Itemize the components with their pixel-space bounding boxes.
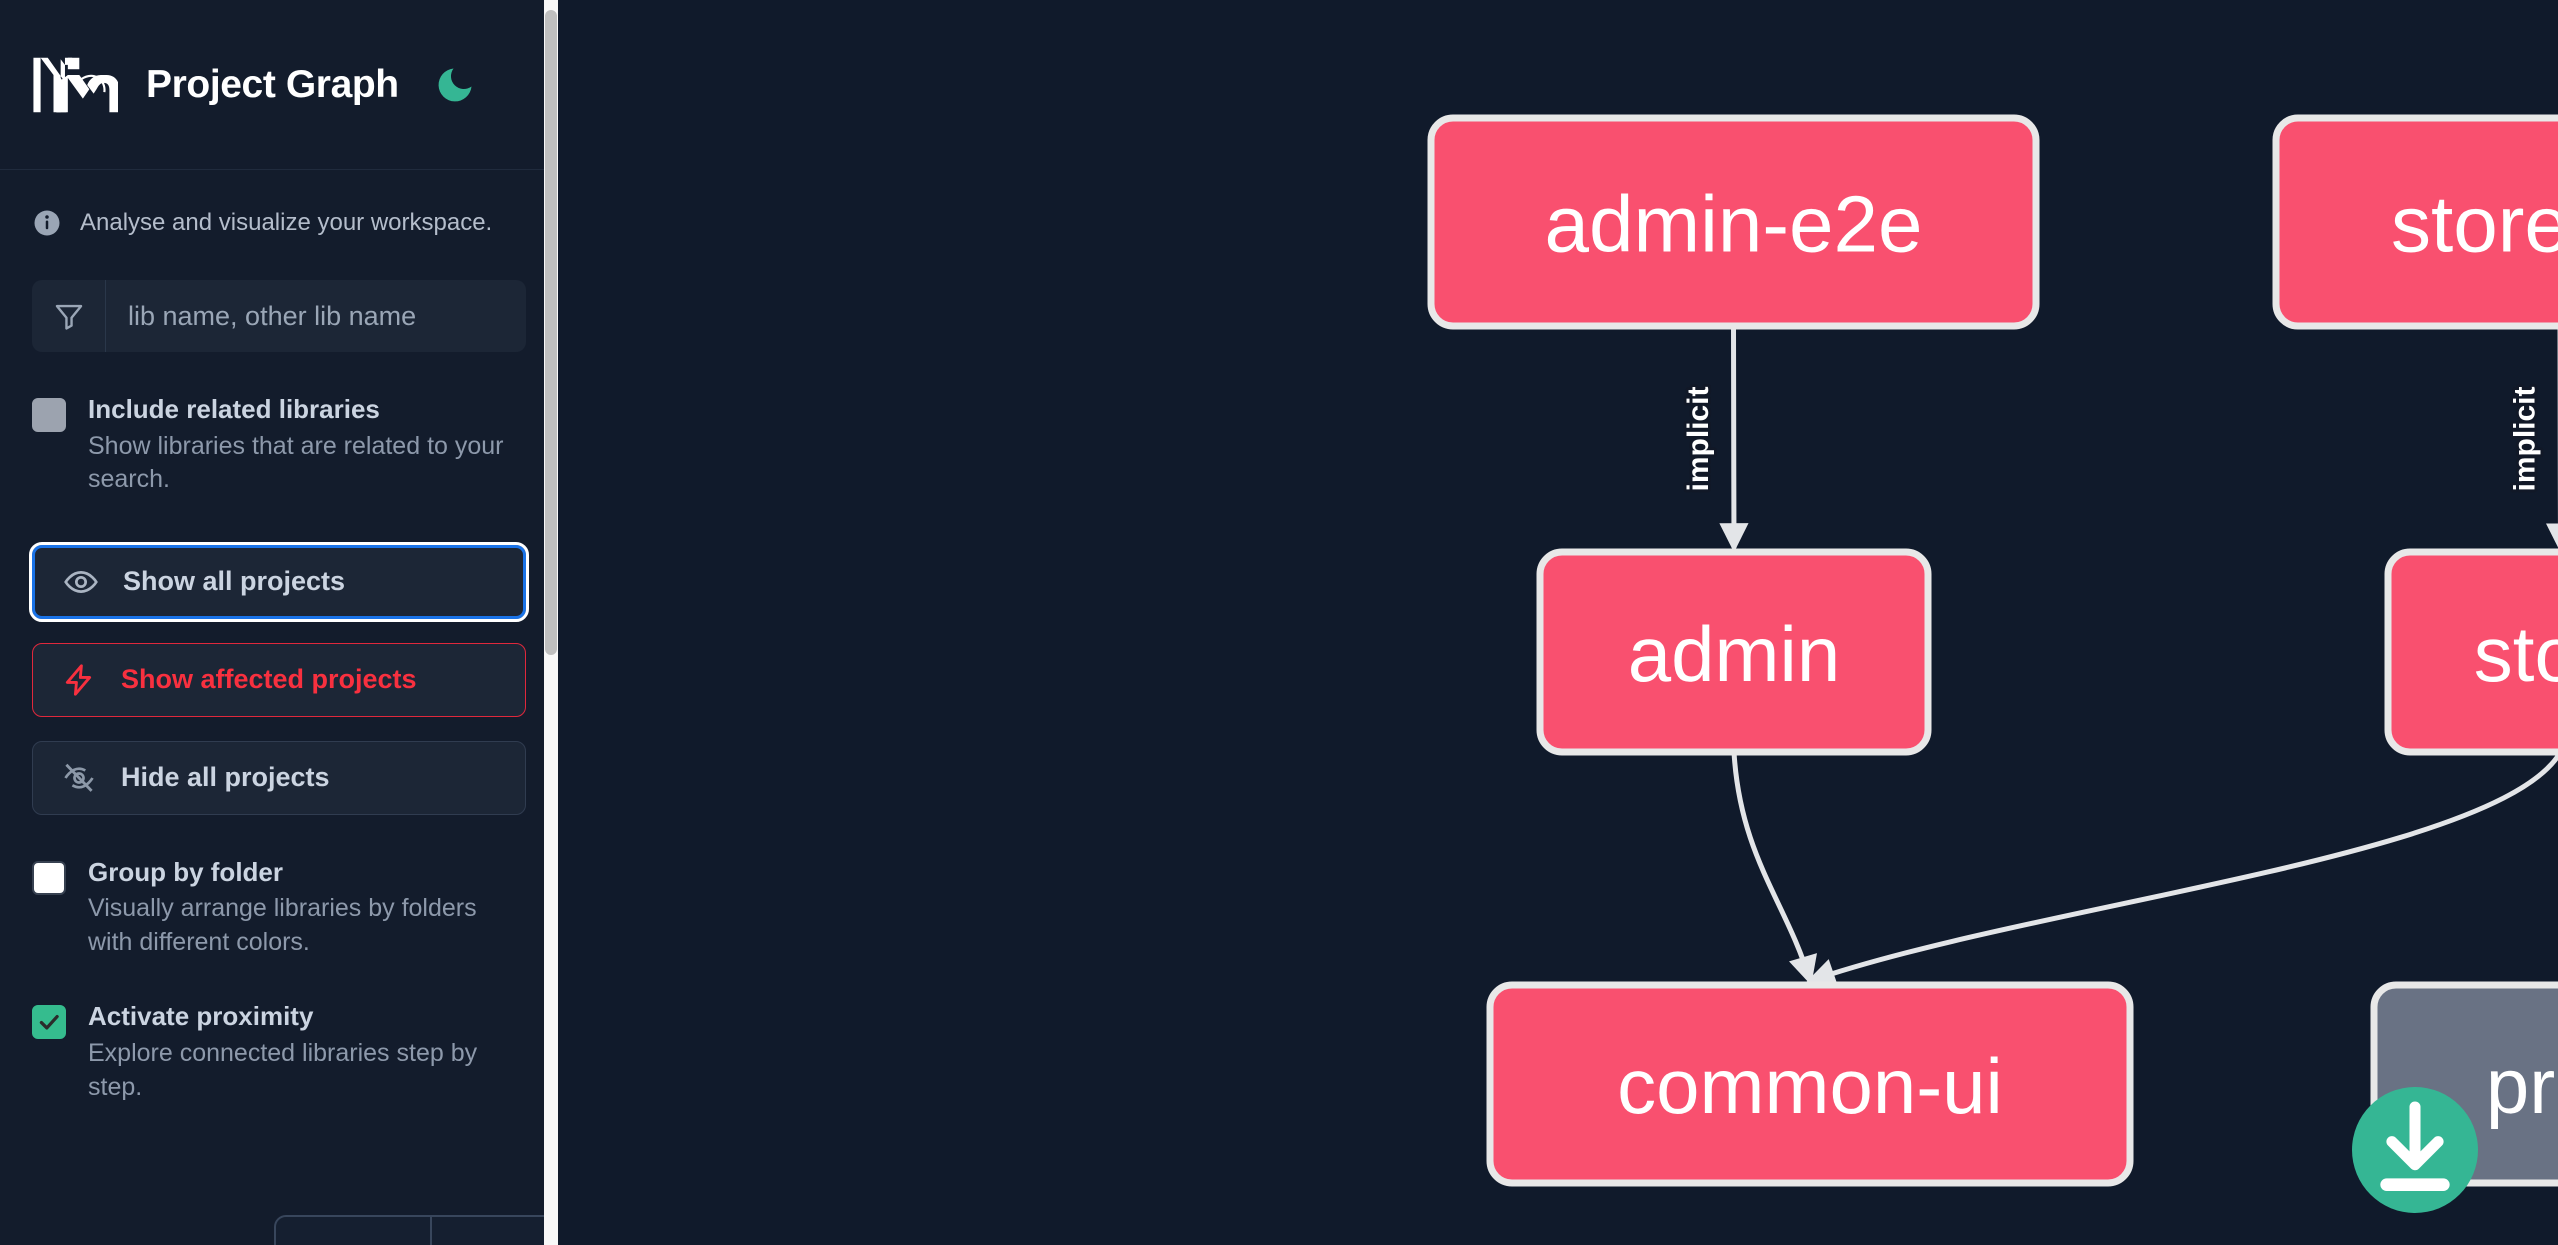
workspace-info-text: Analyse and visualize your workspace.: [80, 209, 493, 236]
project-visibility-buttons: Show all projects Show affected projects: [29, 541, 529, 815]
lightning-icon: [61, 662, 97, 698]
hide-all-projects-label: Hide all projects: [121, 762, 330, 793]
graph-node-label: products: [2486, 1042, 2558, 1130]
graph-node-admin-e2e[interactable]: admin-e2e: [1427, 114, 2040, 330]
option-title: Activate proximity: [88, 1001, 314, 1032]
show-affected-projects-label: Show affected projects: [121, 664, 417, 695]
option-description: Visually arrange libraries by folders wi…: [88, 894, 477, 956]
group-by-folder-checkbox[interactable]: [32, 860, 66, 895]
sidebar-header: Project Graph: [0, 0, 558, 170]
show-affected-projects-button[interactable]: Show affected projects: [32, 642, 526, 717]
sidebar-scrollbar-thumb[interactable]: [545, 10, 557, 655]
graph-node-store[interactable]: store: [2384, 548, 2558, 756]
option-group-by-folder[interactable]: Group by folder Visually arrange librari…: [32, 857, 526, 960]
info-icon: [32, 208, 62, 238]
graph-nodes: admin-e2e store-e2e admin store common-ui pro…: [1427, 114, 2558, 1187]
moon-icon[interactable]: [431, 61, 479, 109]
graph-node-label: common-ui: [1617, 1042, 2003, 1130]
search-input[interactable]: [106, 280, 526, 352]
project-graph-canvas[interactable]: admin-e2e store-e2e admin store common-ui pro…: [558, 0, 2558, 1245]
graph-node-label: store: [2474, 610, 2558, 698]
segmented-control-partial[interactable]: [274, 1215, 558, 1245]
option-title: Group by folder: [88, 856, 283, 887]
check-icon: [39, 1015, 59, 1031]
graph-node-label: store-e2e: [2391, 180, 2558, 269]
search-field[interactable]: [32, 280, 526, 352]
graph-edge-admin-to-common-ui[interactable]: [1731, 751, 1817, 986]
segment-1[interactable]: [276, 1217, 432, 1245]
workspace-info: Analyse and visualize your workspace.: [32, 170, 526, 238]
graph-edge-labels: implicit implicit: [1679, 383, 2545, 494]
hide-all-projects-button[interactable]: Hide all projects: [32, 740, 526, 815]
graph-svg: admin-e2e store-e2e admin store common-ui pro…: [1427, 114, 2558, 1187]
show-all-projects-button[interactable]: Show all projects: [29, 541, 529, 622]
graph-node-label: admin-e2e: [1544, 180, 1922, 269]
graph-edges: [1719, 325, 2558, 987]
download-graph-button[interactable]: [2352, 1087, 2478, 1213]
filter-icon: [32, 280, 106, 352]
activate-proximity-checkbox[interactable]: [32, 1005, 66, 1040]
graph-node-common-ui[interactable]: common-ui: [1486, 981, 2134, 1187]
option-include-related-libraries[interactable]: Include related libraries Show libraries…: [32, 394, 526, 497]
graph-node-store-e2e[interactable]: store-e2e: [2272, 114, 2558, 330]
eye-icon: [63, 564, 99, 600]
sidebar-scrollbar-track[interactable]: [544, 0, 558, 1245]
sidebar: Project Graph Analyse and visualize your…: [0, 0, 558, 1245]
sidebar-body: Analyse and visualize your workspace. In…: [0, 170, 558, 1245]
edge-label-implicit: implicit: [1682, 386, 1715, 491]
graph-node-admin[interactable]: admin: [1536, 548, 1932, 756]
edge-label-implicit: implicit: [2508, 386, 2541, 491]
include-related-libraries-checkbox[interactable]: [32, 398, 66, 432]
graph-node-label: admin: [1628, 610, 1840, 698]
graph-edge-admin-e2e-to-admin[interactable]: [1719, 325, 1749, 553]
segment-2[interactable]: [432, 1217, 558, 1245]
option-description: Show libraries that are related to your …: [88, 431, 504, 494]
graph-edge-store-to-common-ui[interactable]: [1805, 751, 2558, 987]
option-title: Include related libraries: [88, 394, 380, 424]
option-activate-proximity[interactable]: Activate proximity Explore connected lib…: [32, 1001, 526, 1104]
page-title: Project Graph: [146, 62, 399, 106]
eye-off-icon: [61, 760, 97, 796]
show-all-projects-label: Show all projects: [123, 566, 346, 597]
nx-logo-icon: [32, 54, 120, 116]
option-description: Explore connected libraries step by step…: [88, 1039, 478, 1101]
